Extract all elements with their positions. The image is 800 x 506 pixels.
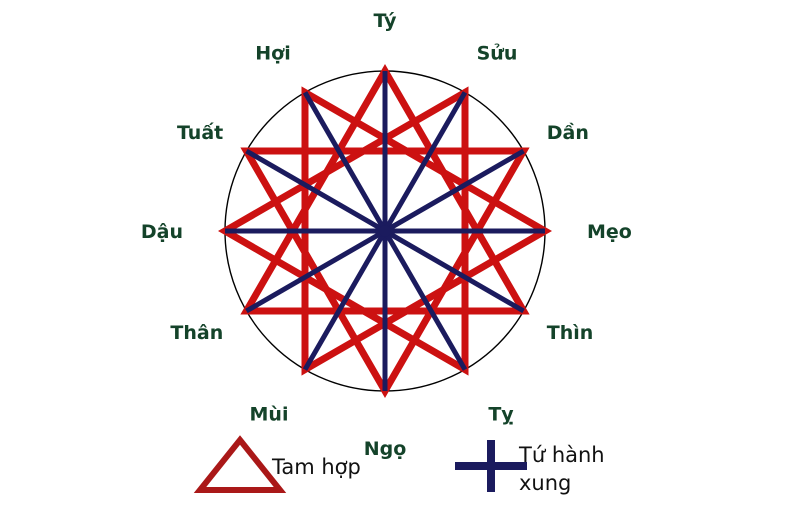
legend-label-tam-hop: Tam hợp [271,455,361,479]
legend-label-tu-hanh-xung-line1: Tứ hành [518,443,605,467]
zodiac-label-6: Ngọ [364,438,407,460]
zodiac-label-10: Tuất [177,121,223,144]
center-hub [379,225,391,237]
zodiac-label-1: Sửu [477,42,518,64]
zodiac-label-5: Tỵ [488,404,514,426]
zodiac-label-9: Dậu [141,221,183,243]
zodiac-label-0: Tý [373,10,397,32]
wheel-center-dot [379,225,391,237]
zodiac-label-8: Thân [170,322,223,344]
zodiac-label-2: Dần [547,121,589,144]
legend-triangle-icon [193,435,287,493]
zodiac-label-7: Mùi [250,404,289,426]
zodiac-label-3: Mẹo [587,221,632,243]
zodiac-label-11: Hợi [255,42,290,64]
zodiac-label-4: Thìn [547,322,594,344]
legend: Tam hợp Tứ hành xung [193,435,605,495]
legend-label-tu-hanh-xung-line2: xung [519,471,571,495]
